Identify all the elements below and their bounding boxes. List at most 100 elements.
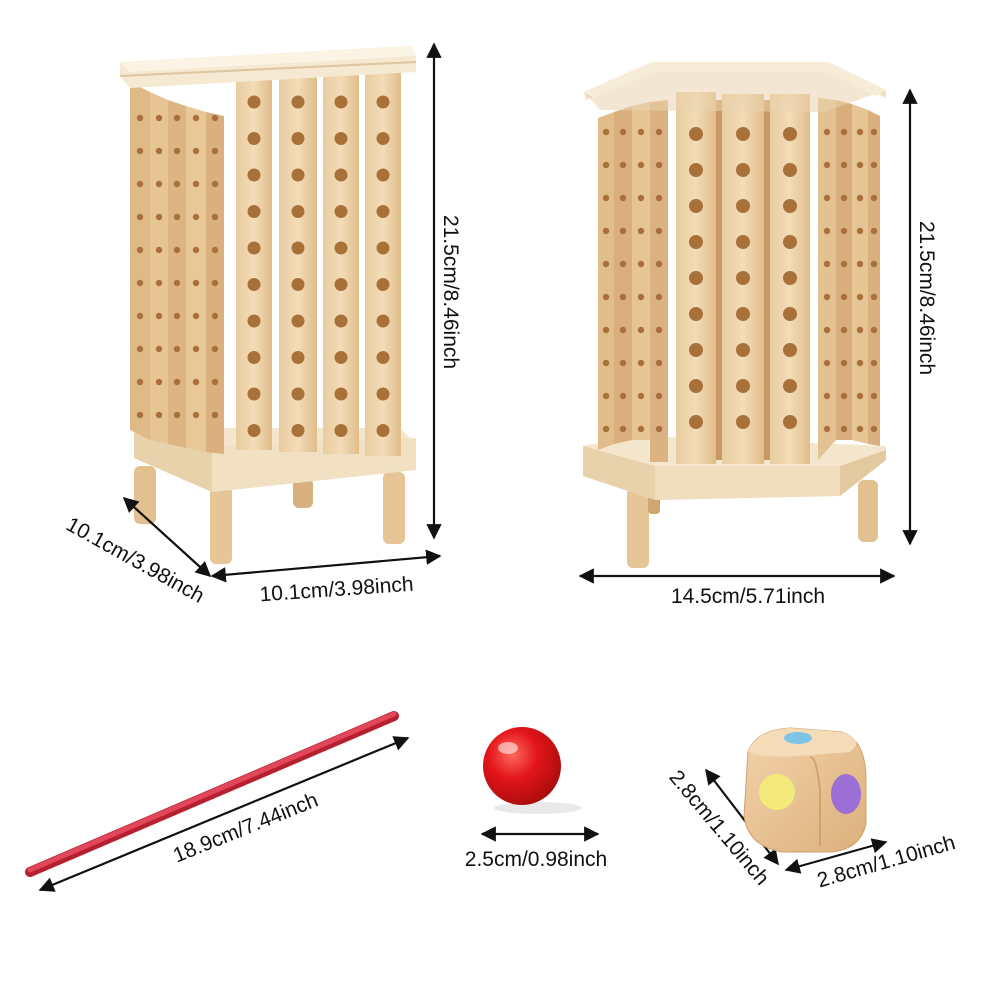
red-ball — [483, 727, 582, 814]
slat-hole — [783, 163, 797, 177]
slat-hole — [136, 114, 144, 122]
dice-dot-purple — [831, 774, 861, 814]
slat-hole — [655, 326, 663, 334]
slat-hole — [856, 392, 864, 400]
slat-hole — [173, 180, 181, 188]
slat-hole — [870, 359, 878, 367]
slat-hole — [211, 312, 219, 320]
slat-hole — [840, 227, 848, 235]
slat-hole — [736, 163, 750, 177]
slat-hole — [334, 241, 348, 255]
slat-hole — [870, 260, 878, 268]
slat-hole — [376, 95, 390, 109]
slat-hole — [155, 345, 163, 353]
slat-hole — [211, 246, 219, 254]
slat-hole — [173, 147, 181, 155]
slat-hole — [247, 95, 261, 109]
slat-hole — [173, 378, 181, 386]
slat-hole — [192, 246, 200, 254]
slat-hole — [840, 425, 848, 433]
slat-hole — [619, 425, 627, 433]
square-depth-arrow — [122, 496, 212, 578]
slat-hole — [211, 213, 219, 221]
slat-hole — [136, 180, 144, 188]
slat-hole — [192, 114, 200, 122]
slat-hole — [211, 180, 219, 188]
slat-hole — [192, 345, 200, 353]
slat-hole — [870, 161, 878, 169]
slat-hole — [192, 378, 200, 386]
slat-hole — [655, 392, 663, 400]
slat-hole — [192, 147, 200, 155]
slat-hole — [602, 260, 610, 268]
slat-hole — [192, 411, 200, 419]
slat-hole — [291, 278, 305, 291]
slat-hole — [155, 411, 163, 419]
slat-hole — [173, 114, 181, 122]
slat-hole — [291, 95, 305, 109]
slat-hole — [334, 95, 348, 109]
slat-hole — [840, 359, 848, 367]
slat-hole — [247, 132, 261, 145]
slat-hole — [637, 194, 645, 202]
slat-hole — [783, 343, 797, 357]
slat-hole — [823, 194, 831, 202]
square-height-label: 21.5cm/8.46inch — [439, 215, 462, 369]
slat-hole — [870, 293, 878, 301]
dice-width-arrow — [784, 838, 888, 874]
slat-hole — [840, 194, 848, 202]
slat-hole — [602, 425, 610, 433]
slat-hole — [155, 213, 163, 221]
slat-hole — [840, 293, 848, 301]
hex-width-label: 14.5cm/5.71inch — [671, 585, 825, 608]
tower-front-slats — [236, 70, 401, 456]
slat-hole — [637, 392, 645, 400]
slat-hole — [655, 128, 663, 136]
slat-hole — [823, 293, 831, 301]
slat-hole — [173, 312, 181, 320]
slat-hole — [637, 359, 645, 367]
slat-hole — [783, 199, 797, 213]
slat-hole — [823, 227, 831, 235]
slat-hole — [376, 168, 390, 182]
slat-hole — [856, 227, 864, 235]
slat-hole — [619, 260, 627, 268]
slat-hole — [689, 307, 703, 321]
slat-hole — [870, 227, 878, 235]
slat-hole — [840, 392, 848, 400]
tower-leg — [627, 488, 649, 568]
stick-length-arrow — [38, 736, 410, 892]
slat-hole — [689, 415, 703, 429]
slat-hole — [173, 279, 181, 287]
slat-hole — [155, 279, 163, 287]
slat-hole — [689, 343, 703, 357]
slat-hole — [211, 147, 219, 155]
tower-leg — [134, 466, 156, 524]
slat-hole — [856, 194, 864, 202]
slat-hole — [334, 387, 348, 401]
slat-hole — [334, 278, 348, 291]
slat-hole — [856, 326, 864, 334]
slat-hole — [602, 128, 610, 136]
slat-hole — [334, 351, 348, 364]
slat-hole — [783, 379, 797, 393]
slat-hole — [870, 425, 878, 433]
slat-hole — [192, 180, 200, 188]
slat-hole — [689, 127, 703, 141]
slat-hole — [655, 194, 663, 202]
dice-depth-arrow — [705, 768, 779, 866]
hexagonal-tower — [583, 62, 886, 568]
slat-hole — [136, 279, 144, 287]
slat-hole — [619, 293, 627, 301]
slat-hole — [155, 114, 163, 122]
slat-hole — [247, 241, 261, 255]
slat-hole — [689, 235, 703, 249]
slat-hole — [211, 345, 219, 353]
slat-hole — [247, 205, 261, 218]
slat-hole — [870, 194, 878, 202]
slat-hole — [376, 424, 390, 437]
slat-hole — [736, 271, 750, 285]
slat-hole — [247, 168, 261, 182]
slat-hole — [736, 199, 750, 213]
dice-dot-blue — [784, 732, 812, 744]
